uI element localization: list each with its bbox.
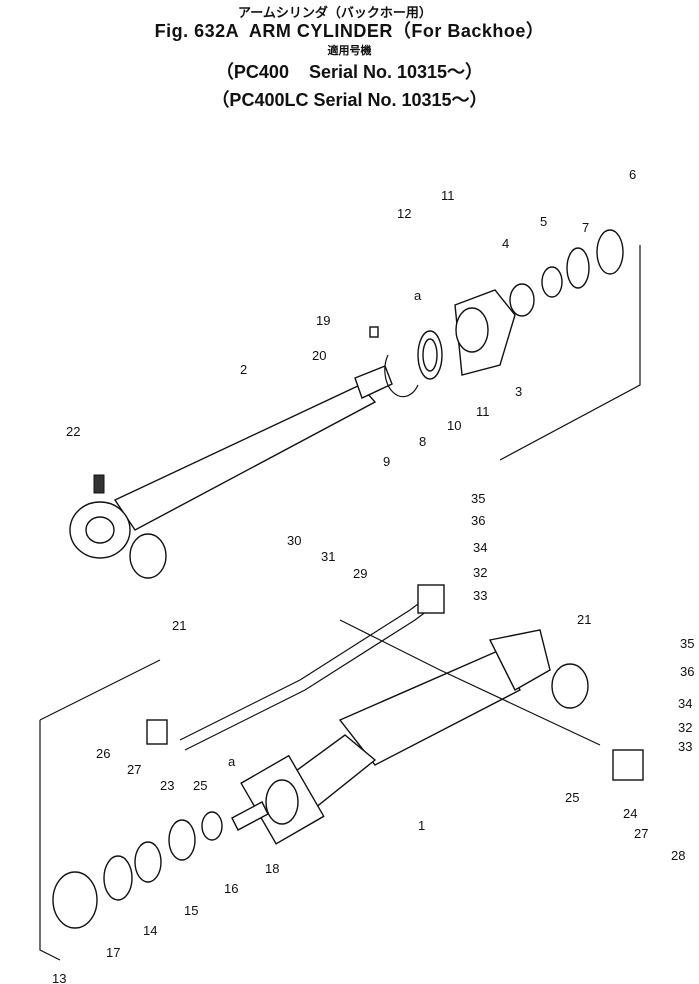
callout-26: 26: [96, 746, 110, 761]
japanese-title: アームシリンダ（バックホー用）: [238, 5, 432, 20]
piston-left: [129, 533, 167, 579]
callout-28: 28: [671, 848, 685, 863]
piston-right: [551, 663, 589, 709]
callout-31: 31: [321, 549, 335, 564]
callout-21-right: 21: [577, 612, 591, 627]
callout-11-bottom: 11: [476, 404, 490, 419]
callout-11-top: 11: [441, 188, 455, 203]
callout-34-lower: 34: [678, 696, 692, 711]
callout-3: 3: [515, 384, 522, 399]
cylinder-head-parts: [369, 229, 624, 398]
callout-6: 6: [629, 167, 636, 182]
piston-rod: [69, 365, 393, 559]
callout-33-upper: 33: [473, 588, 487, 603]
pipe-guide-line: [339, 619, 601, 746]
callout-32-upper: 32: [473, 565, 487, 580]
lower-small-parts: [52, 584, 644, 929]
callout-36-lower: 36: [680, 664, 694, 679]
callout-29: 29: [353, 566, 367, 581]
callout-15: 15: [184, 903, 198, 918]
callout-4: 4: [502, 236, 509, 251]
callout-36-upper: 36: [471, 513, 485, 528]
callout-23: 23: [160, 778, 174, 793]
callout-16: 16: [224, 881, 238, 896]
callout-35-upper: 35: [471, 491, 485, 506]
callout-32-lower: 32: [678, 720, 692, 735]
callout-21-left: 21: [172, 618, 186, 633]
callout-34-upper: 34: [473, 540, 487, 555]
callout-5: 5: [540, 214, 547, 229]
callout-13: 13: [52, 971, 66, 984]
callout-19: 19: [316, 313, 330, 328]
callout-a-upper: a: [414, 288, 422, 303]
callout-10: 10: [447, 418, 461, 433]
callout-30: 30: [287, 533, 301, 548]
frame-line-lower-top: [39, 659, 161, 721]
callout-18: 18: [265, 861, 279, 876]
callout-a-lower: a: [228, 754, 236, 769]
callout-27-left: 27: [127, 762, 141, 777]
callout-12: 12: [397, 206, 411, 221]
callout-20: 20: [312, 348, 326, 363]
applicable-models-label: 適用号機: [327, 45, 372, 57]
cylinder-tube: [240, 629, 551, 845]
callout-33-lower: 33: [678, 739, 692, 754]
callout-7: 7: [582, 220, 589, 235]
callout-2: 2: [240, 362, 247, 377]
model-serial-line-2: （PC400LC Serial No. 10315～）: [211, 90, 488, 110]
frame-line-upper: [499, 245, 641, 461]
callout-14: 14: [143, 923, 157, 938]
callout-1: 1: [418, 818, 425, 833]
callout-25-left: 25: [193, 778, 207, 793]
callout-17: 17: [106, 945, 120, 960]
callout-27-right: 27: [634, 826, 648, 841]
callout-9: 9: [383, 454, 390, 469]
frame-line-lower-left: [39, 720, 61, 961]
figure-title: Fig. 632A ARM CYLINDER（For Backhoe）: [154, 21, 545, 41]
callout-24: 24: [623, 806, 637, 821]
callout-35-lower: 35: [680, 636, 694, 651]
callout-22: 22: [66, 424, 80, 439]
model-serial-line-1: （PC400 Serial No. 10315～）: [215, 62, 484, 82]
callout-25-right: 25: [565, 790, 579, 805]
callout-8: 8: [419, 434, 426, 449]
